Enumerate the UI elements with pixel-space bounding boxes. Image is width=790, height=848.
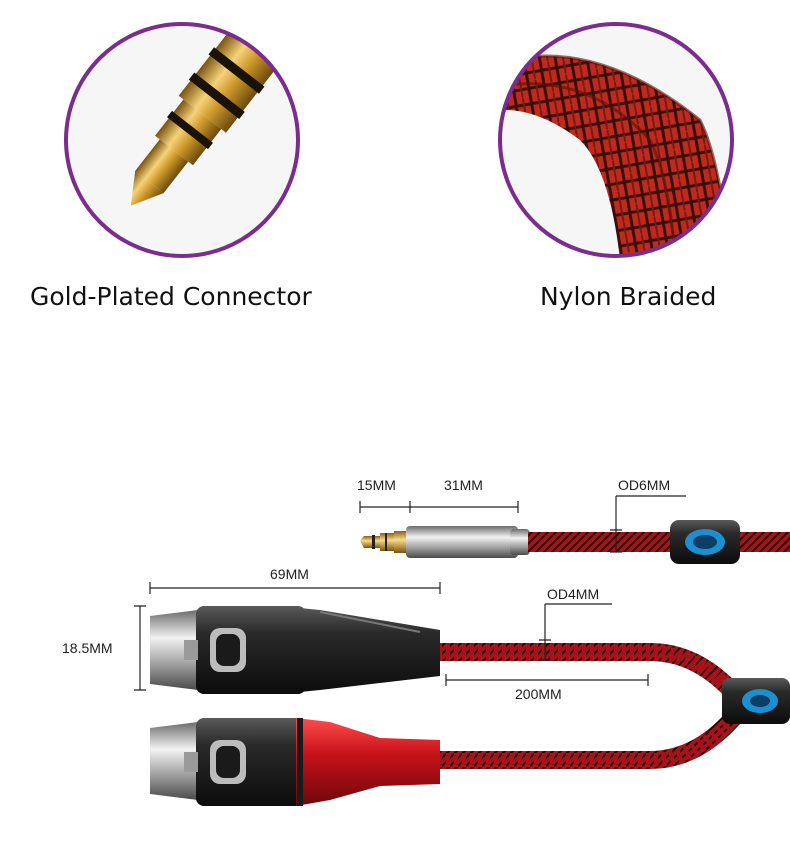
dim-label-branch-cable: OD4MM bbox=[547, 586, 600, 602]
dim-label-plug-body: 31MM bbox=[444, 477, 483, 493]
branch-cables bbox=[430, 643, 790, 769]
dim-label-branch-length: 200MM bbox=[515, 686, 562, 702]
dimension-lines bbox=[134, 495, 686, 691]
xlr-connector-black bbox=[150, 606, 440, 694]
gold-plug-icon bbox=[64, 22, 300, 258]
dim-label-main-cable: OD6MM bbox=[618, 477, 671, 493]
feature-caption-gold: Gold-Plated Connector bbox=[30, 282, 312, 311]
xlr-connector-red bbox=[150, 718, 440, 806]
feature-caption-nylon: Nylon Braided bbox=[540, 282, 717, 311]
dim-label-xlr-height: 18.5MM bbox=[62, 640, 113, 656]
nylon-braid-icon bbox=[498, 22, 734, 258]
dim-label-xlr-length: 69MM bbox=[270, 566, 309, 582]
dim-label-tip: 15MM bbox=[357, 477, 396, 493]
trs-plug-cable bbox=[360, 520, 790, 564]
